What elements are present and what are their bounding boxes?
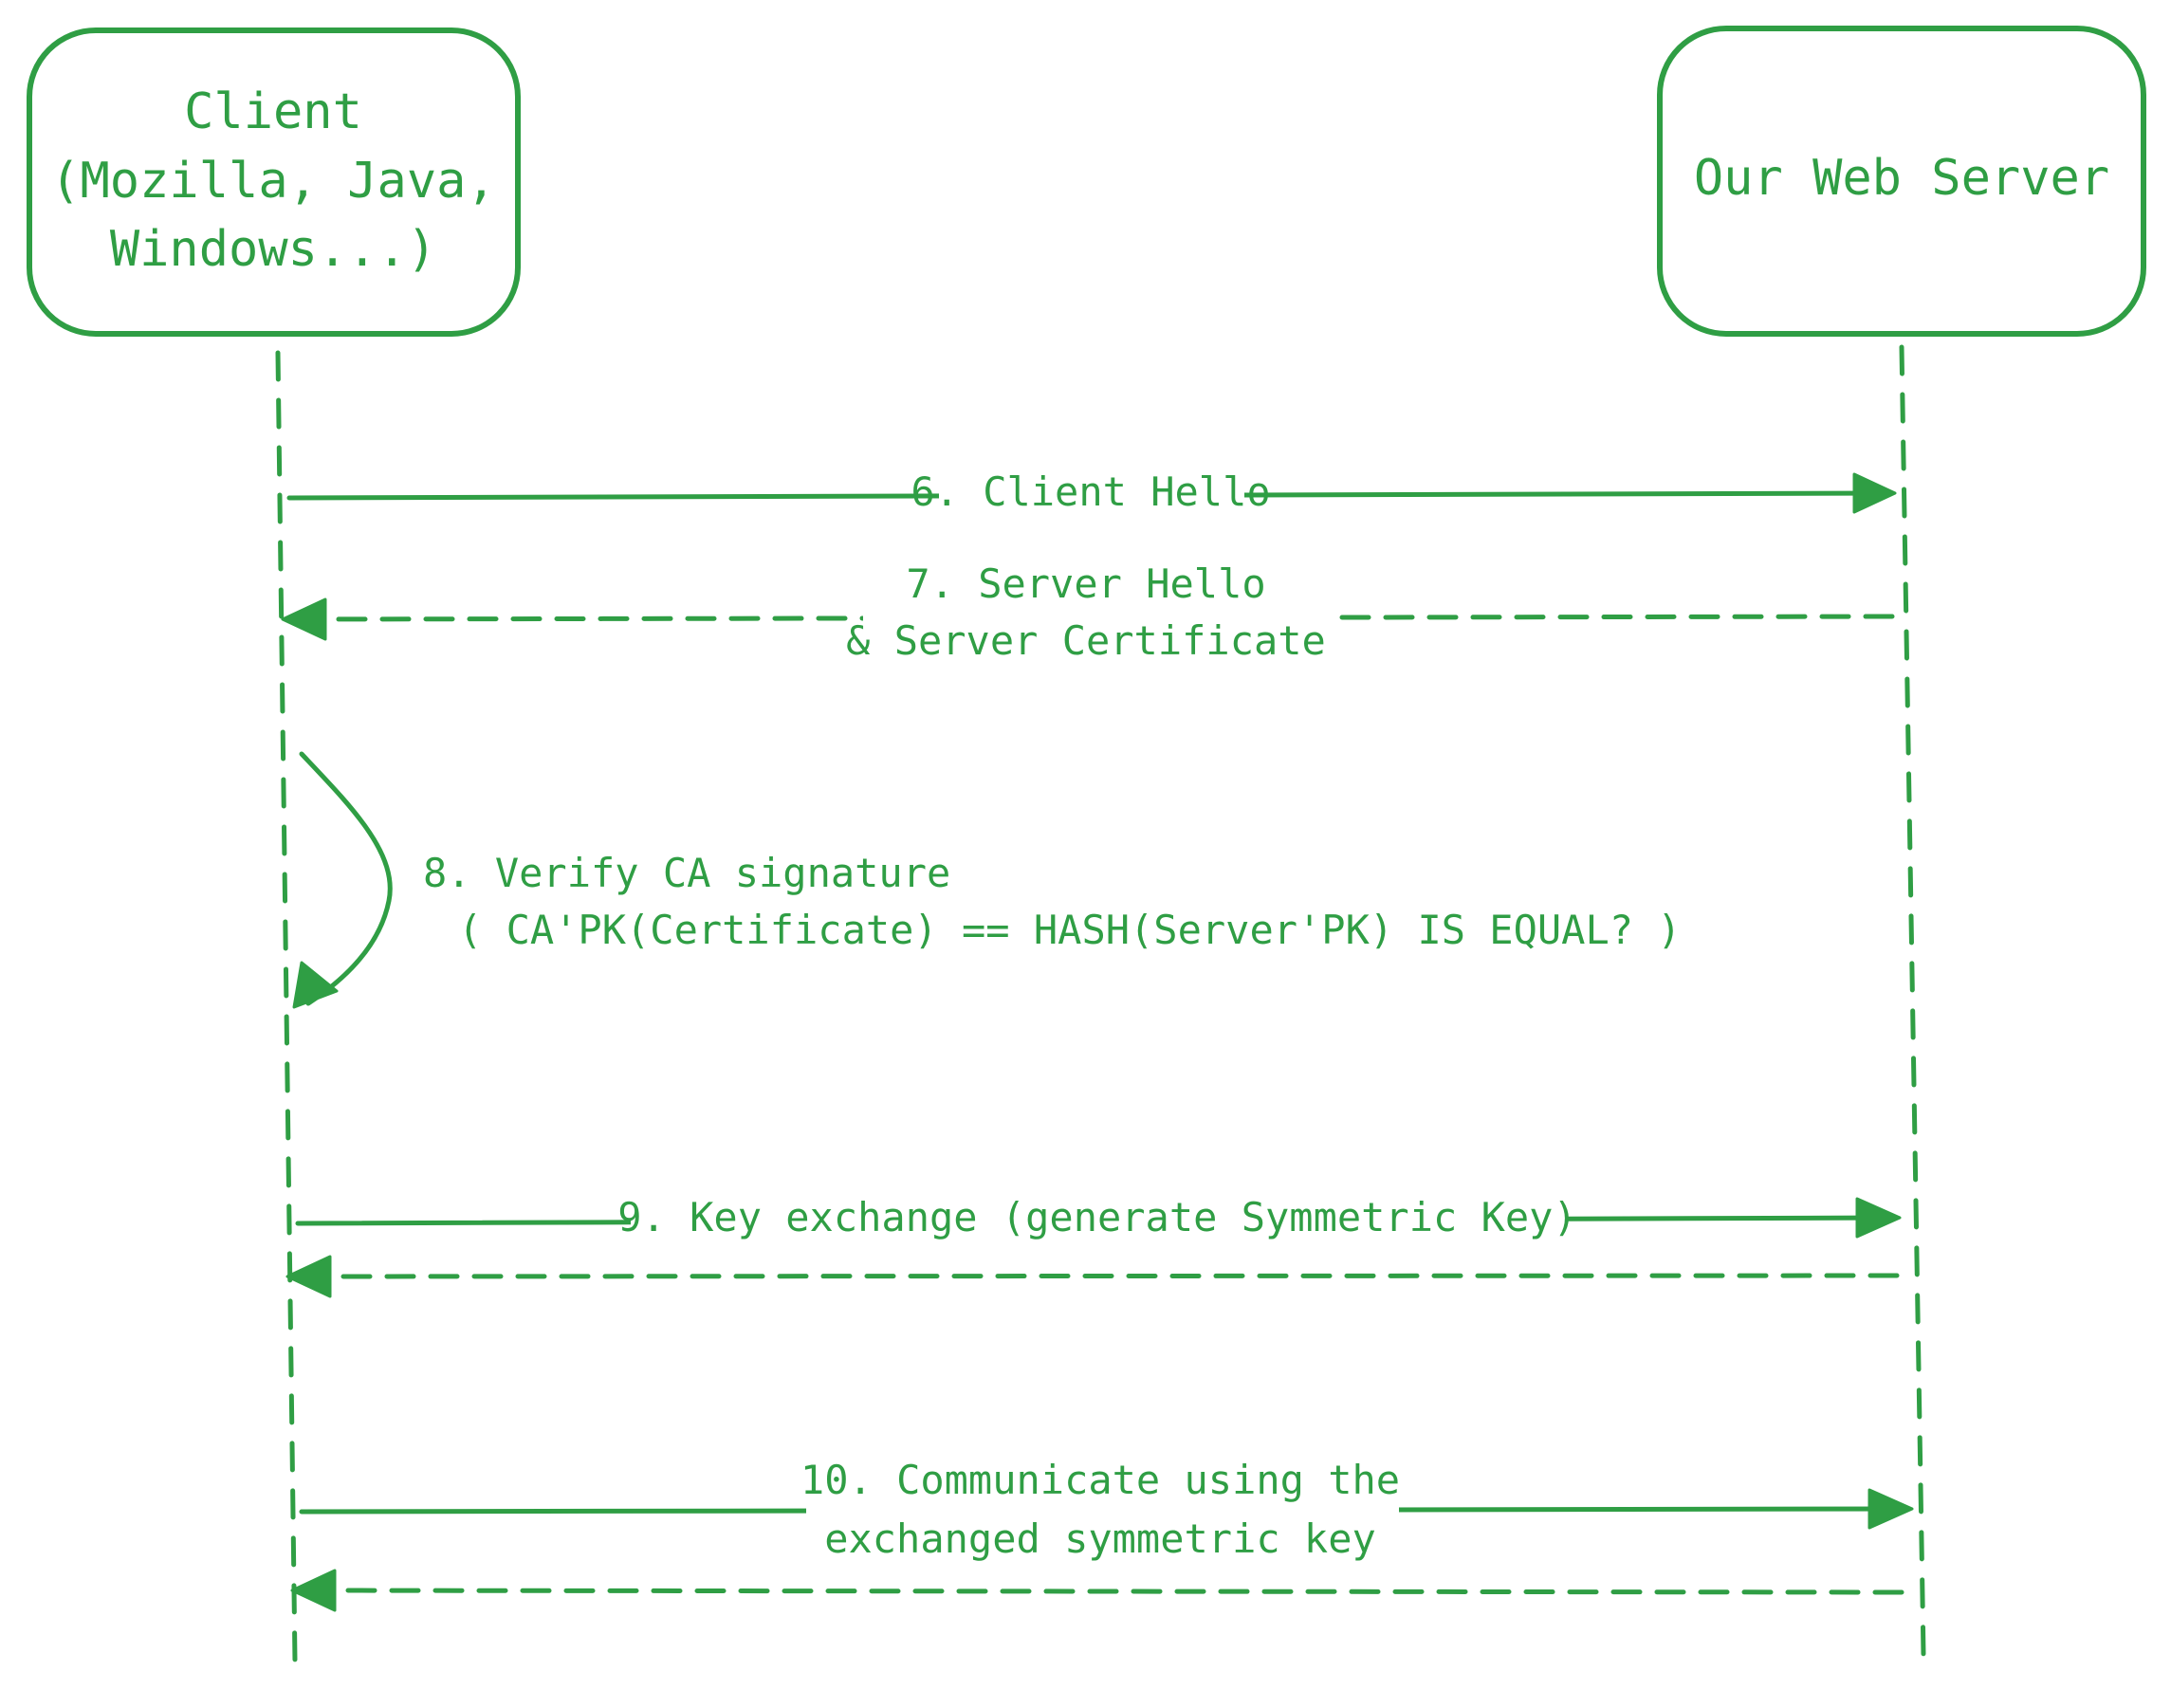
message-9: 9. Key exchange (generate Symmetric Key)	[295, 1190, 1902, 1247]
server-lifeline	[1899, 344, 1926, 1658]
message-7-arrowhead	[281, 597, 327, 641]
message-7-label-line-2: & Server Certificate	[846, 617, 1326, 664]
message-8: 8. Verify CA signature ( CA'PK(Certifica…	[292, 751, 1682, 1009]
client-lifeline	[275, 350, 298, 1664]
actor-server: Our Web Server	[1657, 26, 2146, 337]
actor-server-label: Our Web Server	[1694, 150, 2109, 207]
message-6-label: 6. Client Hello	[911, 468, 1270, 515]
message-8-curve	[299, 751, 393, 1006]
message-6: 6. Client Hello	[286, 463, 1897, 522]
message-6-arrowhead	[1852, 472, 1897, 514]
actor-client-label-line-2: (Mozilla, Java,	[50, 153, 496, 210]
message-10-label-line-2: exchanged symmetric key	[824, 1515, 1376, 1562]
actor-client: Client (Mozilla, Java, Windows...)	[27, 28, 521, 337]
message-9-return-arrowhead	[285, 1255, 332, 1298]
message-10-label-bg	[806, 1456, 1399, 1570]
message-7-label-bg	[863, 599, 1337, 647]
message-8-label-line-2: ( CA'PK(Certificate) == HASH(Server'PK) …	[458, 907, 1682, 953]
actor-server-box	[1657, 26, 2146, 337]
message-6-label-bg	[939, 463, 1244, 522]
message-8-arrowhead	[292, 961, 339, 1009]
actor-client-label-line-3: Windows...)	[110, 221, 436, 278]
actor-client-box	[27, 28, 521, 337]
message-10: 10. Communicate using the exchanged symm…	[299, 1456, 1914, 1570]
actor-client-label-line-1: Client	[184, 83, 362, 140]
message-7-label-line-1: 7. Server Hello	[906, 560, 1265, 607]
message-10-return-line	[310, 1588, 1904, 1595]
message-8-label-line-1: 8. Verify CA signature	[423, 850, 950, 896]
message-9-return	[285, 1255, 1900, 1298]
message-9-arrowhead	[1855, 1197, 1902, 1239]
message-9-label: 9. Key exchange (generate Symmetric Key)	[617, 1194, 1576, 1240]
message-10-label-line-1: 10. Communicate using the	[800, 1457, 1400, 1503]
message-7: 7. Server Hello & Server Certificate	[281, 560, 1895, 664]
message-10-return	[290, 1569, 1904, 1612]
message-10-return-arrowhead	[290, 1569, 337, 1612]
message-9-label-bg	[631, 1190, 1565, 1247]
message-10-arrowhead	[1867, 1488, 1914, 1530]
